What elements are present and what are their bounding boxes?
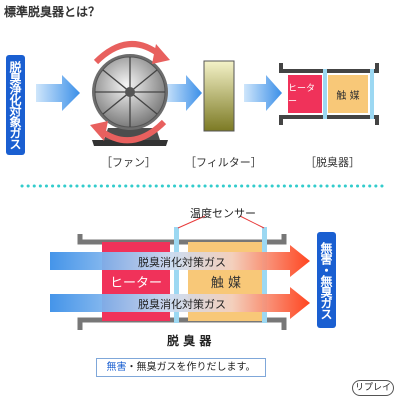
replay-button[interactable]: リプレイ (352, 380, 394, 396)
sensor-pointer-2 (239, 215, 265, 229)
temperature-sensor-label: 温度センサー (190, 207, 256, 220)
result-message: 無害・無臭ガスを作りだします。 (96, 358, 266, 377)
fan-icon (90, 41, 170, 146)
gas-label-bottom: 脱臭消化対策ガス (138, 298, 226, 311)
heater-small: ヒーター (288, 75, 322, 113)
deodorizer-label: 脱 臭 器 (167, 334, 212, 348)
sensor-2 (262, 227, 267, 323)
catalyst-small: 触 媒 (328, 75, 368, 113)
process-flow (36, 41, 379, 146)
unit-frame-bottom (77, 317, 287, 330)
gas-flow-arrow-top (50, 245, 310, 277)
flow-arrow-3 (244, 75, 282, 111)
caption-deodorizer: ［脱臭器］ (305, 156, 360, 169)
heater-label: ヒーター (109, 276, 162, 291)
deodorizer-small-icon (279, 63, 379, 125)
sensor-pointer-1 (177, 215, 206, 229)
catalyst-label: 触 媒 (210, 276, 242, 291)
gas-label-top: 脱臭消化対策ガス (138, 256, 226, 269)
unit-frame-top (77, 234, 287, 245)
deodorizer-detail (50, 215, 310, 330)
result-text: ・無臭ガスを作りだします。 (126, 362, 256, 373)
gas-flow-arrow-bottom (50, 287, 310, 319)
target-gas-label: 脱臭浄化対象ガス (6, 55, 25, 155)
sensor-1 (174, 227, 179, 323)
caption-fan: ［ファン］ (101, 156, 156, 169)
section-divider (20, 184, 388, 188)
flow-arrow-2 (164, 75, 202, 111)
result-highlight: 無害 (106, 362, 127, 373)
filter-icon (203, 60, 235, 132)
output-gas-label: 無害・無臭ガス (317, 232, 336, 328)
caption-filter: ［フィルター］ (185, 156, 262, 169)
page-title: 標準脱臭器とは？ (4, 5, 101, 19)
flow-arrow-1 (36, 75, 80, 111)
